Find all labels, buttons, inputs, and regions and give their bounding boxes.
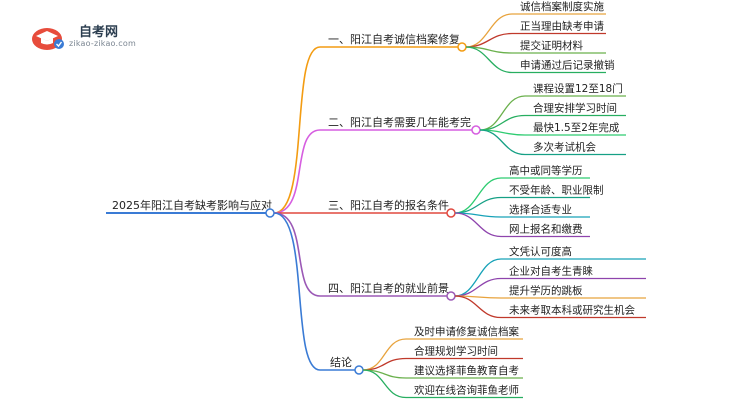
child-topic: 建议选择菲鱼教育自考 — [414, 364, 519, 377]
branch-topic: 二、阳江自考需要几年能考完 — [328, 115, 471, 129]
child-topic: 合理安排学习时间 — [533, 102, 617, 115]
child-topic: 提升学历的跳板 — [509, 284, 583, 297]
child-connector — [479, 95, 526, 131]
child-connector — [454, 295, 502, 319]
logo-url: zikao-zikao.com — [69, 39, 136, 48]
root-topic: 2025年阳江自考缺考影响与应对 — [112, 198, 272, 212]
child-topic: 合理规划学习时间 — [414, 345, 498, 358]
branch-node-dot[interactable] — [446, 208, 456, 218]
child-connector — [454, 258, 502, 297]
child-connector — [362, 338, 407, 371]
child-connector — [465, 13, 513, 48]
child-connector — [362, 369, 407, 399]
child-topic: 未来考取本科或研究生机会 — [509, 304, 635, 317]
branch-topic: 结论 — [330, 355, 352, 369]
root-node-dot[interactable] — [265, 208, 275, 218]
branch-node-dot[interactable] — [457, 42, 467, 52]
child-connector — [454, 212, 502, 238]
child-topic: 选择合适专业 — [509, 203, 572, 216]
child-connector — [454, 196, 502, 214]
branch-topic: 一、阳江自考诚信档案修复 — [328, 32, 460, 46]
branch-node-dot[interactable] — [446, 291, 456, 301]
branch-connector — [273, 129, 321, 214]
child-connector — [479, 114, 526, 131]
branch-connector — [273, 212, 321, 371]
logo-title: 自考网 — [79, 25, 119, 40]
child-topic: 课程设置12至18门 — [533, 82, 623, 95]
child-topic: 网上报名和缴费 — [509, 223, 583, 236]
child-topic: 诚信档案制度实施 — [520, 0, 604, 13]
branch-topic: 四、阳江自考的就业前景 — [328, 281, 449, 295]
child-topic: 提交证明材料 — [520, 39, 583, 52]
branch-node-dot[interactable] — [471, 125, 481, 135]
child-topic: 申请通过后记录撤销 — [520, 59, 615, 72]
child-topic: 文凭认可度高 — [509, 245, 572, 258]
child-topic: 欢迎在线咨询菲鱼老师 — [414, 384, 519, 397]
branch-connector — [273, 46, 321, 214]
child-connector — [465, 46, 513, 74]
branch-topic: 三、阳江自考的报名条件 — [328, 198, 449, 212]
child-topic: 多次考试机会 — [533, 141, 596, 154]
child-connector — [454, 177, 502, 214]
child-topic: 高中或同等学历 — [509, 164, 583, 177]
child-topic: 正当理由缺考申请 — [520, 20, 604, 33]
child-connector — [454, 277, 502, 297]
graduation-cap-icon — [32, 28, 64, 50]
child-topic: 不受年龄、职业限制 — [509, 184, 604, 197]
branch-connector — [273, 212, 321, 297]
child-topic: 企业对自考生青睐 — [509, 265, 593, 278]
site-logo[interactable]: 自考网 zikao-zikao.com — [30, 17, 150, 57]
child-connector — [479, 129, 526, 156]
child-topic: 最快1.5至2年完成 — [533, 121, 620, 134]
branch-node-dot[interactable] — [354, 365, 364, 375]
child-connector — [465, 32, 513, 48]
child-topic: 及时申请修复诚信档案 — [414, 325, 519, 338]
